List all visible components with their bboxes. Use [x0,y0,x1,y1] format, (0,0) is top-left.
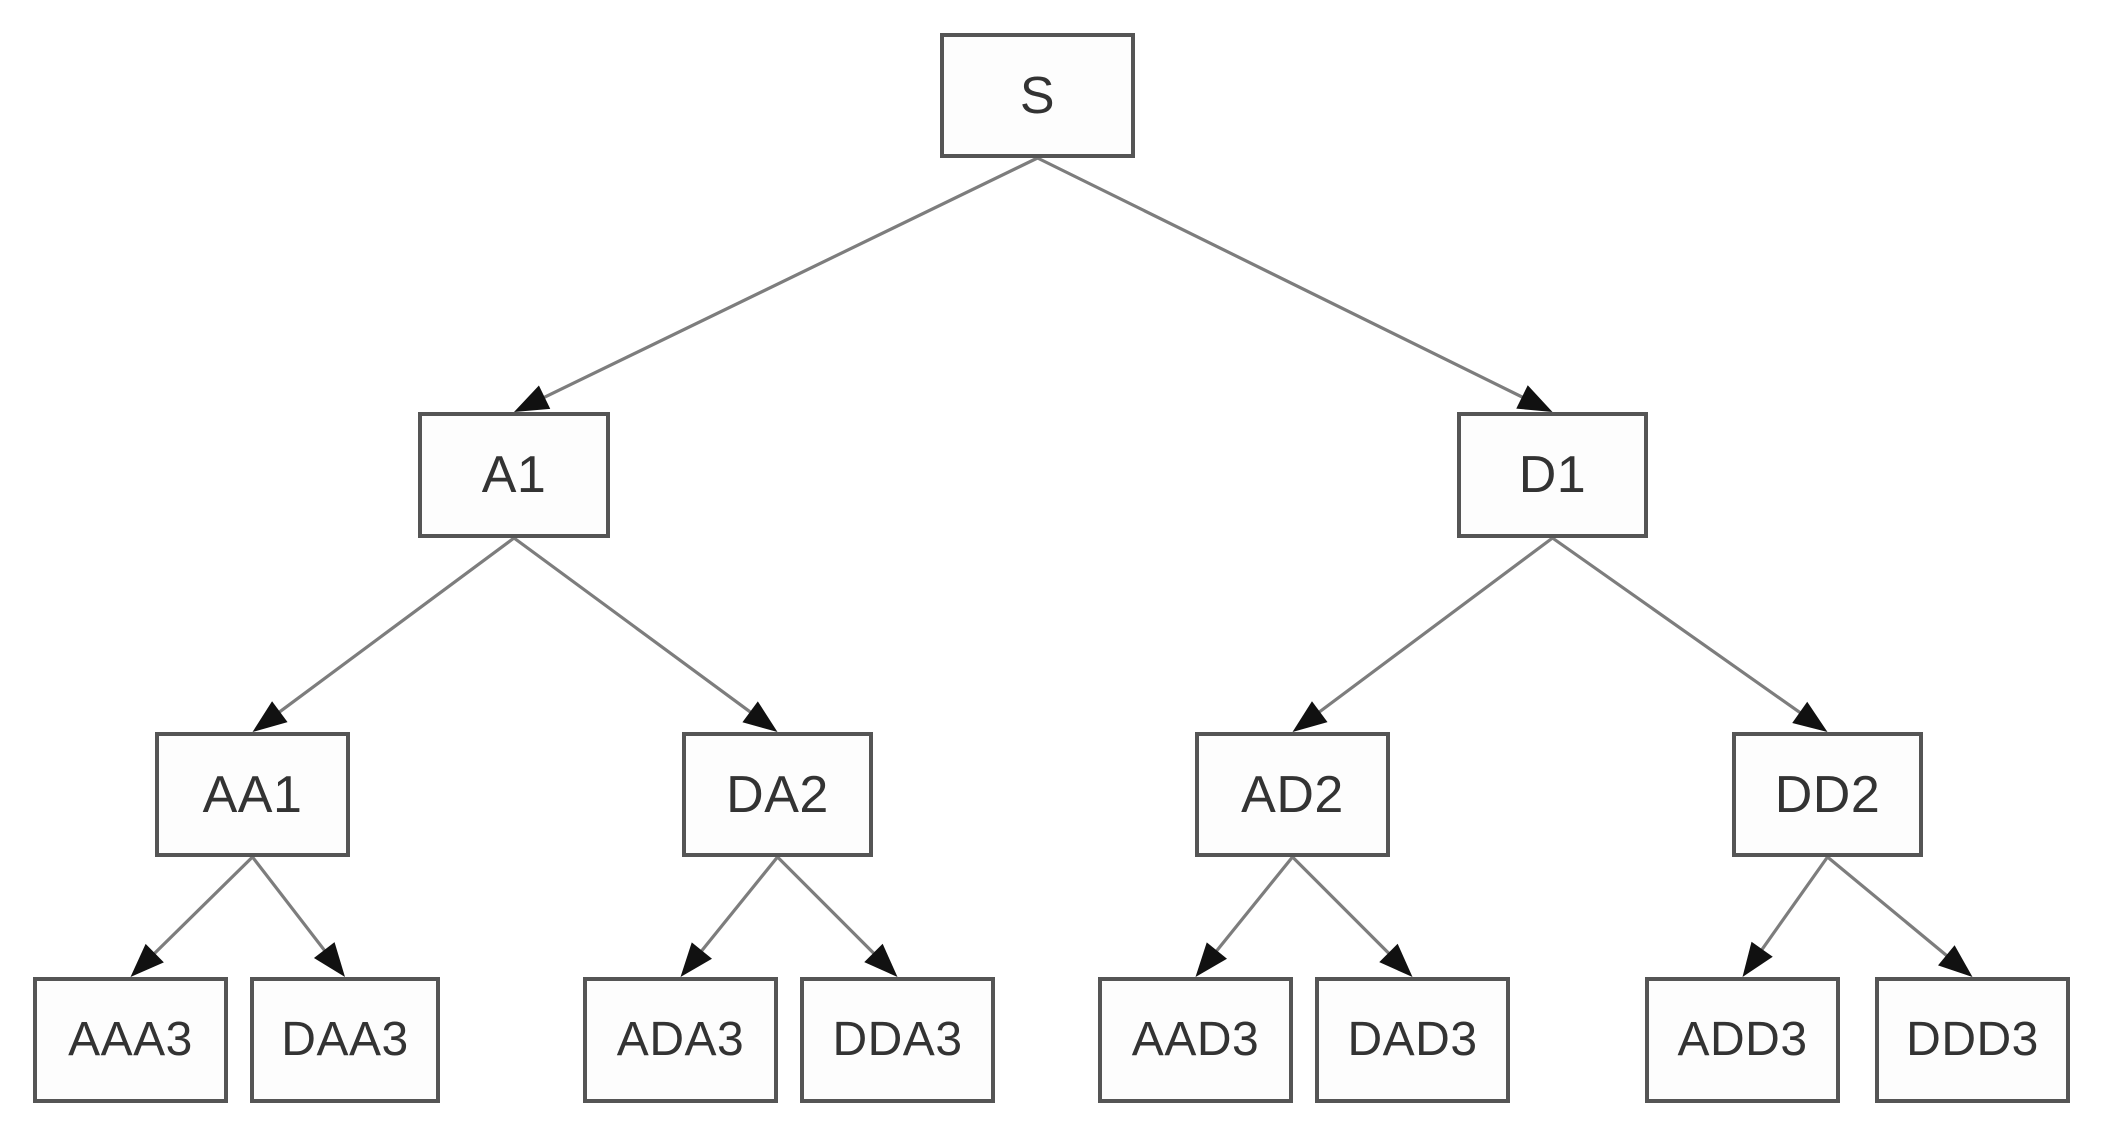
tree-node-label: DDA3 [832,1013,963,1066]
tree-node-label: DAA3 [281,1013,409,1066]
tree-node-label: D1 [1518,446,1587,504]
tree-node-dad3[interactable]: DAD3 [1315,977,1510,1103]
tree-node-dda3[interactable]: DDA3 [800,977,995,1103]
tree-node-label: S [1019,66,1056,125]
tree-node-da2[interactable]: DA2 [682,732,873,857]
tree-node-dd2[interactable]: DD2 [1732,732,1923,857]
tree-node-label: AA1 [202,765,303,824]
tree-node-ad2[interactable]: AD2 [1195,732,1390,857]
tree-node-label: DDD3 [1906,1013,2039,1066]
tree-node-aad3[interactable]: AAD3 [1098,977,1293,1103]
tree-node-label: AAD3 [1131,1013,1260,1066]
tree-node-label: DA2 [726,765,829,824]
tree-node-a1[interactable]: A1 [418,412,610,538]
tree-node-label: A1 [481,446,547,504]
tree-node-s[interactable]: S [940,33,1135,158]
tree-node-ddd3[interactable]: DDD3 [1875,977,2070,1103]
tree-node-d1[interactable]: D1 [1457,412,1648,538]
tree-node-label: AD2 [1241,765,1344,824]
tree-node-aa1[interactable]: AA1 [155,732,350,857]
tree-node-ada3[interactable]: ADA3 [583,977,778,1103]
tree-node-label: DD2 [1774,765,1881,824]
tree-node-daa3[interactable]: DAA3 [250,977,440,1103]
tree-node-label: ADA3 [616,1013,745,1066]
tree-node-aaa3[interactable]: AAA3 [33,977,228,1103]
tree-node-label: DAD3 [1347,1013,1478,1066]
tree-node-label: ADD3 [1677,1013,1808,1066]
tree-node-label: AAA3 [68,1013,193,1066]
tree-node-add3[interactable]: ADD3 [1645,977,1840,1103]
